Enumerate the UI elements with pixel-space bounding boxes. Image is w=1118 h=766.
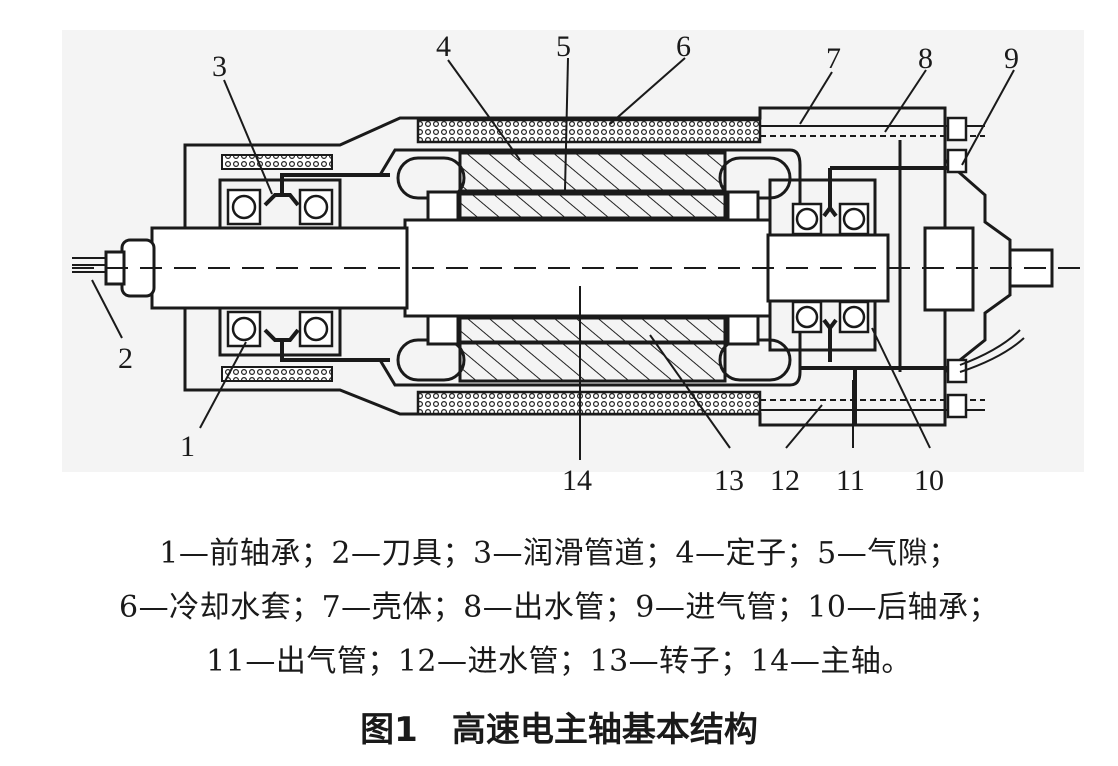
label-6: 6 [676, 30, 691, 63]
rear-bearings [791, 202, 870, 334]
label-5: 5 [556, 30, 571, 63]
label-1: 1 [180, 430, 195, 463]
lube-tube-top [221, 154, 333, 170]
label-10: 10 [914, 464, 944, 497]
figure-caption: 图1 高速电主轴基本结构 [360, 710, 758, 750]
label-2: 2 [118, 342, 133, 375]
spindle-structure-diagram: 3 2 1 4 5 6 7 8 9 14 13 12 11 10 [62, 30, 1084, 497]
legend-line-3: 11—出气管；12—进水管；13—转子；14—主轴。 [206, 644, 912, 679]
label-11: 11 [836, 464, 865, 497]
legend-line-2: 6—冷却水套；7—壳体；8—出水管；9—进气管；10—后轴承； [118, 590, 1000, 625]
label-13: 13 [714, 464, 744, 497]
label-12: 12 [770, 464, 800, 497]
cooling-jacket-bottom [416, 390, 762, 416]
cooling-jacket-top [416, 118, 762, 144]
label-3: 3 [212, 50, 227, 83]
front-bearings [226, 188, 334, 348]
label-4: 4 [436, 30, 451, 63]
rotor-bottom [458, 316, 727, 344]
rotor-top [458, 192, 727, 220]
lube-tube-bottom [221, 366, 333, 382]
stator-bottom [458, 341, 727, 383]
stator-top [458, 151, 727, 193]
label-9: 9 [1004, 42, 1019, 75]
label-14: 14 [562, 464, 592, 497]
leader-lines [91, 57, 1015, 460]
label-8: 8 [918, 42, 933, 75]
label-7: 7 [826, 42, 841, 75]
legend-line-1: 1—前轴承；2—刀具；3—润滑管道；4—定子；5—气隙； [159, 536, 959, 571]
